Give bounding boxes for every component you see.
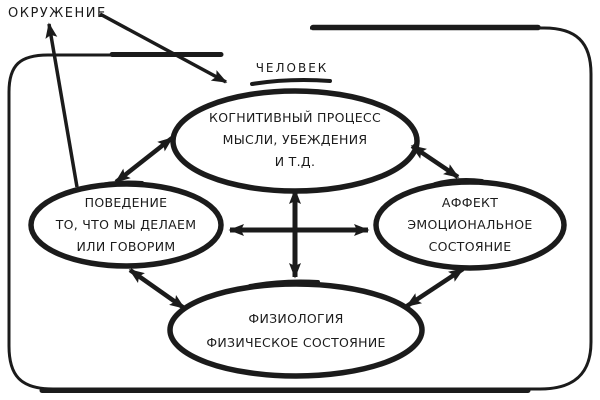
node-physiology-ellipse <box>167 281 425 379</box>
node-affect-pen-tail <box>433 178 484 186</box>
person-box-label: ЧЕЛОВЕК <box>256 61 329 75</box>
environment-label: ОКРУЖЕНИЕ <box>8 6 107 21</box>
arrow-behavior-cognitive <box>114 136 174 184</box>
node-physiology-pen-tail <box>248 279 320 288</box>
node-behavior-label-line-1: ПОВЕДЕНИЕ <box>85 195 168 210</box>
arrow-affect-physiology <box>405 267 465 308</box>
node-cognitive-label-line-1: КОГНИТИВНЫЙ ПРОЦЕСС <box>209 110 381 125</box>
node-cognitive-label-line-2: МЫСЛИ, УБЕЖДЕНИЯ <box>223 132 368 147</box>
node-behavior-label-line-2: ТО, ЧТО МЫ ДЕЛАЕМ <box>55 217 197 232</box>
person-box <box>7 24 593 393</box>
person-box-outline <box>7 26 593 391</box>
node-behavior-label-line-3: ИЛИ ГОВОРИМ <box>77 239 176 254</box>
arrow-environment-to-person <box>99 12 228 84</box>
node-cognitive-pen-tail <box>250 78 332 86</box>
node-cognitive-ellipse <box>170 88 420 194</box>
arrow-behavior-physiology <box>128 268 186 310</box>
node-physiology-label-line-1: ФИЗИОЛОГИЯ <box>248 311 343 326</box>
node-physiology-label-line-2: ФИЗИЧЕСКОЕ СОСТОЯНИЕ <box>206 335 385 350</box>
node-affect-label-line-3: СОСТОЯНИЕ <box>429 239 512 254</box>
arrow-behavior-to-environment <box>45 22 79 188</box>
node-cognitive: КОГНИТИВНЫЙ ПРОЦЕСС МЫСЛИ, УБЕЖДЕНИЯ И Т… <box>170 78 420 194</box>
node-behavior-pen-tail <box>90 180 144 189</box>
node-physiology: ФИЗИОЛОГИЯ ФИЗИЧЕСКОЕ СОСТОЯНИЕ <box>167 279 425 379</box>
node-affect-label-line-2: ЭМОЦИОНАЛЬНОЕ <box>407 217 532 232</box>
node-cognitive-label-line-3: И Т.Д. <box>275 154 315 169</box>
node-affect-label-line-1: АФФЕКТ <box>442 195 498 210</box>
node-affect: АФФЕКТ ЭМОЦИОНАЛЬНОЕ СОСТОЯНИЕ <box>373 178 567 271</box>
arrow-cognitive-affect <box>410 144 460 179</box>
node-behavior: ПОВЕДЕНИЕ ТО, ЧТО МЫ ДЕЛАЕМ ИЛИ ГОВОРИМ <box>28 180 224 269</box>
